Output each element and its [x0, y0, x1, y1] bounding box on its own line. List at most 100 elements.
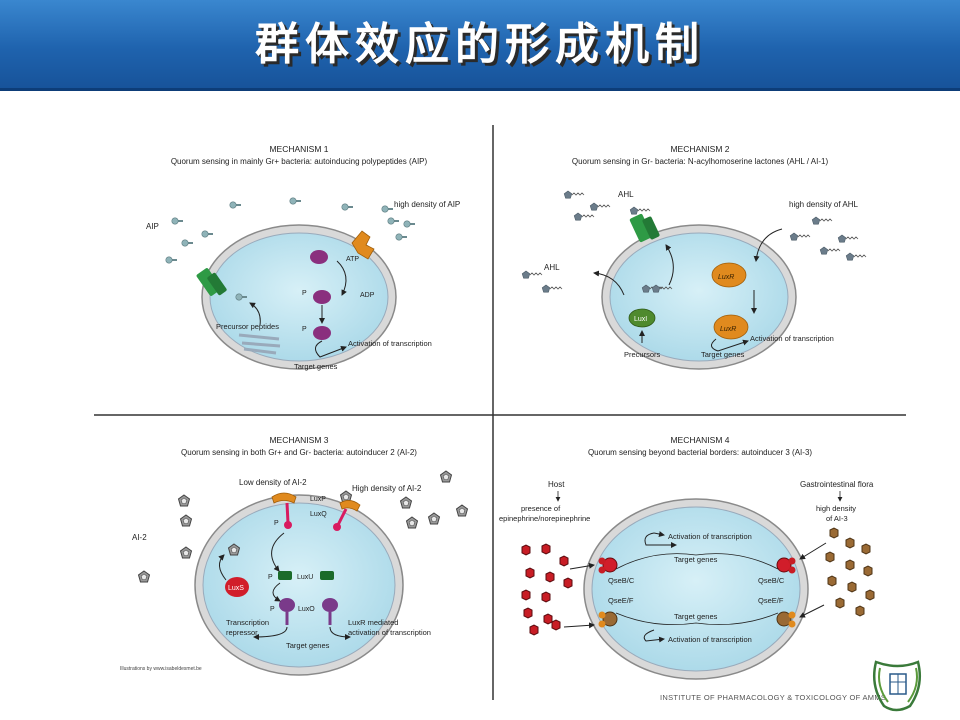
aip-molecule — [228, 200, 242, 210]
ai3-molecule — [861, 543, 871, 555]
epinephrine-molecule — [523, 607, 533, 619]
high-density-aip-label: high density of AIP — [394, 200, 460, 209]
ai3-molecule — [835, 597, 845, 609]
host-subtitle: presence of — [521, 504, 561, 513]
high-density-ai2-label: High density of AI-2 — [352, 484, 422, 493]
ai3-molecule — [825, 551, 835, 563]
activation-bottom-label: Activation of transcription — [668, 635, 752, 644]
figure-canvas: MECHANISM 1 Quorum sensing in mainly Gr+… — [94, 125, 906, 700]
quorum-sensing-figure: MECHANISM 1 Quorum sensing in mainly Gr+… — [94, 125, 906, 700]
gastrointestinal-flora-label: Gastrointestinal flora — [800, 480, 874, 489]
ahl-molecule — [629, 206, 651, 215]
title-banner — [0, 0, 960, 88]
activation-label: Activation of transcription — [750, 334, 834, 343]
ahl-molecule — [563, 190, 585, 199]
qsebc-sensor-right — [776, 557, 796, 574]
cell-interior — [202, 502, 396, 668]
ahl-left-label: AHL — [544, 263, 560, 272]
luxu-protein — [320, 571, 334, 580]
title-banner-underline — [0, 88, 960, 91]
phosphate-label: P — [302, 326, 307, 333]
flora-subtitle: high density — [816, 504, 856, 513]
high-density-ahl-label: high density of AHL — [789, 200, 858, 209]
ahl-molecule — [811, 216, 833, 225]
qseef-sensor-left — [598, 611, 618, 628]
adp-label: ADP — [360, 292, 375, 299]
luxr-label: LuxR — [718, 274, 734, 281]
aip-molecule — [394, 232, 408, 242]
atp-label: ATP — [346, 256, 359, 263]
epinephrine-molecule — [541, 591, 551, 603]
qseef-sensor-right — [776, 611, 796, 628]
epinephrine-molecule — [525, 567, 535, 579]
phosphate-label: P — [268, 574, 273, 581]
mechanism-3-subtitle: Quorum sensing in both Gr+ and Gr- bacte… — [181, 448, 417, 457]
precursor-peptides-label: Precursor peptides — [216, 322, 279, 331]
panel-mechanism-2: MECHANISM 2 Quorum sensing in Gr- bacter… — [521, 144, 867, 370]
orange-receptor — [351, 230, 375, 260]
luxr-label: LuxR — [720, 326, 736, 333]
luxo-protein — [322, 598, 338, 612]
luxu-label: LuxU — [297, 574, 313, 581]
aip-molecule — [386, 216, 400, 226]
qseef-right-label: QseE/F — [758, 596, 784, 605]
ai3-molecule — [845, 559, 855, 571]
target-genes-bottom-label: Target genes — [674, 612, 718, 621]
phosphate-label: P — [270, 606, 275, 613]
luxi-label: LuxI — [634, 316, 647, 323]
luxr-protein — [713, 314, 749, 340]
panel-mechanism-3: MECHANISM 3 Quorum sensing in both Gr+ a… — [120, 435, 468, 676]
luxr-mediated-label: LuxR mediated — [348, 618, 398, 627]
luxpq-receptor-right — [333, 500, 361, 531]
purple-protein-active — [313, 326, 331, 340]
ahl-molecule — [789, 232, 811, 241]
ai2-label: AI-2 — [132, 533, 147, 542]
mechanism-4-heading: MECHANISM 4 — [670, 435, 729, 445]
ai2-molecule — [138, 570, 150, 583]
luxpq-receptor-left — [271, 492, 297, 529]
aip-molecule — [170, 216, 184, 226]
mechanism-4-subtitle: Quorum sensing beyond bacterial borders:… — [588, 448, 812, 457]
ai2-molecule — [180, 546, 192, 559]
epinephrine-molecule — [559, 555, 569, 567]
green-receptor — [629, 213, 660, 243]
ahl-top-label: AHL — [618, 190, 634, 199]
mechanism-1-subtitle: Quorum sensing in mainly Gr+ bacteria: a… — [171, 157, 428, 166]
ahl-molecule — [819, 246, 841, 255]
ai2-molecule — [400, 496, 412, 509]
precursor-peptides — [238, 333, 281, 355]
epinephrine-molecule — [521, 544, 531, 556]
host-subtitle: epinephrine/norepinephrine — [499, 514, 590, 523]
mechanism-3-heading: MECHANISM 3 — [269, 435, 328, 445]
activation-label: Activation of transcription — [348, 339, 432, 348]
ahl-molecule — [541, 284, 563, 293]
transcription-repressor-label: repressor — [226, 628, 258, 637]
aip-label: AIP — [146, 222, 159, 231]
ai3-molecule — [829, 527, 839, 539]
target-genes-top-label: Target genes — [674, 555, 718, 564]
mechanism-2-subtitle: Quorum sensing in Gr- bacteria: N-acylho… — [572, 157, 829, 166]
mechanism-1-heading: MECHANISM 1 — [269, 144, 328, 154]
aip-molecule — [288, 196, 302, 206]
luxo-label: LuxO — [298, 606, 315, 613]
panel-mechanism-4: MECHANISM 4 Quorum sensing beyond bacter… — [499, 435, 875, 680]
target-genes-label: Target genes — [286, 641, 330, 650]
mechanism-2-heading: MECHANISM 2 — [670, 144, 729, 154]
ahl-molecule — [837, 234, 859, 243]
aip-molecule — [402, 219, 416, 229]
precursors-label: Precursors — [624, 350, 661, 359]
epinephrine-molecule — [551, 619, 561, 631]
ahl-molecule — [845, 252, 867, 261]
ai3-molecule — [855, 605, 865, 617]
cell-interior — [591, 506, 801, 672]
ai2-molecule — [180, 514, 192, 527]
luxp-label: LuxP — [310, 496, 326, 503]
luxo-protein — [279, 598, 295, 612]
ai3-molecule — [845, 537, 855, 549]
aip-molecule — [340, 202, 354, 212]
flora-subtitle: of AI-3 — [826, 514, 848, 523]
panel-mechanism-1: MECHANISM 1 Quorum sensing in mainly Gr+… — [146, 144, 460, 371]
ai3-molecule — [863, 565, 873, 577]
ai3-molecule — [865, 589, 875, 601]
qsebc-sensor-left — [598, 557, 618, 574]
